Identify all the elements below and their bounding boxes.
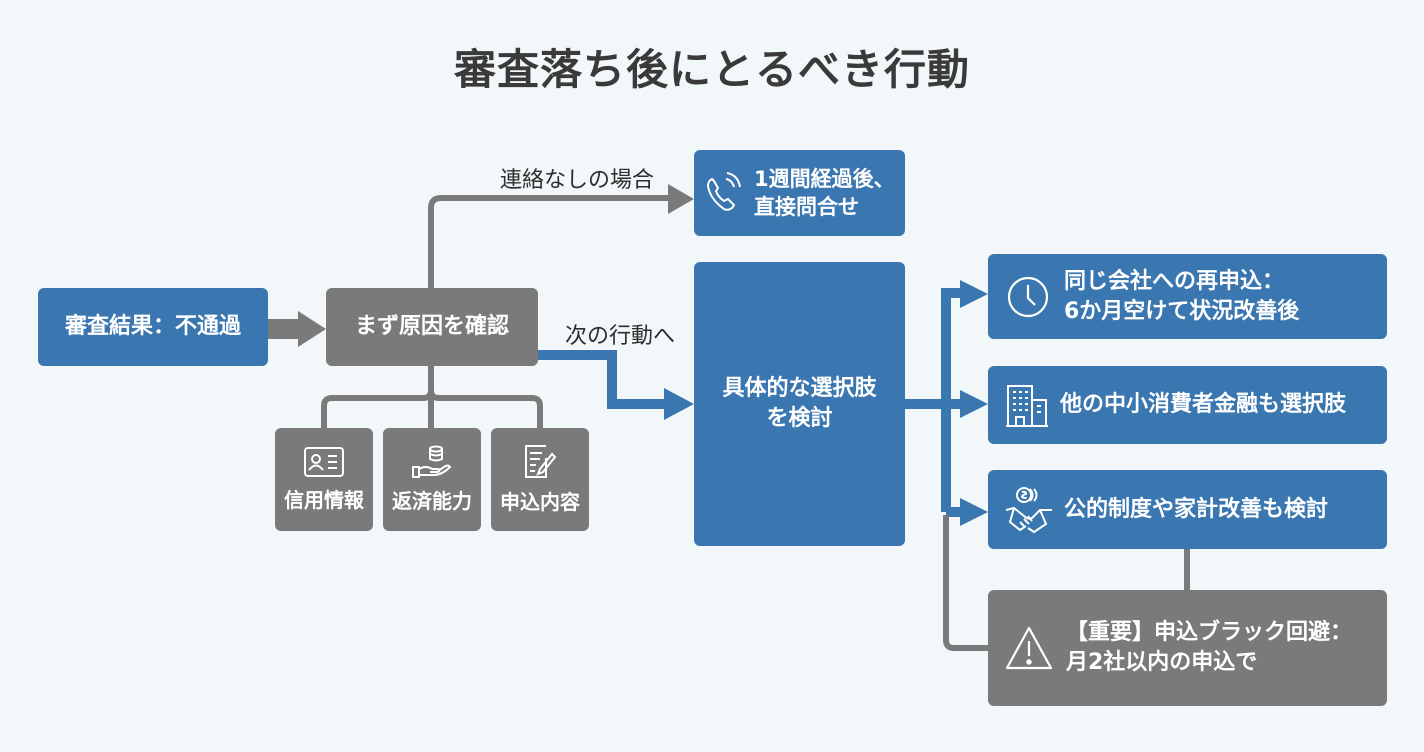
node-options: 具体的な選択肢 を検討: [694, 262, 905, 546]
node-result: 審査結果：不通過: [38, 288, 268, 366]
node-warning-text: 【重要】申込ブラック回避： 月2社以内の申込で: [1066, 618, 1352, 677]
id-card-icon: [303, 446, 345, 478]
node-no-contact-line2: 直接問合せ: [754, 195, 859, 219]
node-choice-other-lenders-label: 他の中小消費者金融も選択肢: [1060, 392, 1347, 418]
hand-coins-icon: [410, 445, 454, 479]
building-icon: [1004, 382, 1050, 428]
warning-icon: [1004, 625, 1054, 671]
node-choice-public-support: 公的制度や家計改善も検討: [988, 470, 1387, 549]
node-cause-credit-info: 信用情報: [275, 428, 373, 531]
node-choice-reapply-line1: 同じ会社への再申込：: [1064, 268, 1285, 294]
arrow-check-to-no-contact: [428, 184, 694, 290]
node-warning-line2: 月2社以内の申込で: [1066, 650, 1258, 675]
node-choice-reapply: 同じ会社への再申込： 6か月空けて状況改善後: [988, 254, 1387, 339]
node-options-text: 具体的な選択肢 を検討: [722, 374, 876, 433]
node-cause-application-label: 申込内容: [500, 490, 580, 514]
arrow-options-to-choices: [904, 280, 988, 526]
node-cause-credit-info-label: 信用情報: [284, 488, 364, 512]
cause-tree-lines: [321, 365, 543, 430]
node-cause-repayment: 返済能力: [383, 428, 481, 531]
node-cause-application: 申込内容: [491, 428, 589, 531]
clock-icon: [1006, 275, 1050, 319]
node-choice-reapply-line2: 6か月空けて状況改善後: [1064, 298, 1300, 324]
node-options-line2: を検討: [766, 406, 833, 431]
phone-icon: [704, 171, 744, 215]
edge-label-no-contact: 連絡なしの場合: [500, 168, 655, 193]
edge-label-next-action: 次の行動へ: [565, 324, 676, 349]
node-options-line1: 具体的な選択肢: [722, 376, 877, 402]
arrow-check-to-options: [538, 350, 694, 420]
diagram-title: 審査落ち後にとるべき行動: [453, 45, 970, 94]
arrow-result-to-check: [268, 311, 326, 347]
handshake-coins-icon: [1004, 486, 1054, 534]
node-result-label: 審査結果：不通過: [64, 314, 241, 340]
node-warning-line1: 【重要】申込ブラック回避：: [1066, 620, 1353, 646]
node-no-contact-line1: 1週間経過後、: [754, 166, 895, 191]
node-check-cause-label: まず原因を確認: [354, 314, 509, 340]
node-no-contact: 1週間経過後、 直接問合せ: [694, 150, 905, 236]
node-warning: 【重要】申込ブラック回避： 月2社以内の申込で: [988, 590, 1387, 706]
node-choice-reapply-text: 同じ会社への再申込： 6か月空けて状況改善後: [1064, 267, 1299, 326]
line-to-warning: [943, 515, 1190, 651]
node-no-contact-text: 1週間経過後、 直接問合せ: [754, 165, 895, 222]
node-check-cause: まず原因を確認: [326, 288, 538, 366]
document-edit-icon: [520, 444, 560, 480]
node-choice-other-lenders: 他の中小消費者金融も選択肢: [988, 366, 1387, 444]
node-cause-repayment-label: 返済能力: [392, 489, 472, 513]
node-choice-public-support-label: 公的制度や家計改善も検討: [1064, 496, 1329, 522]
